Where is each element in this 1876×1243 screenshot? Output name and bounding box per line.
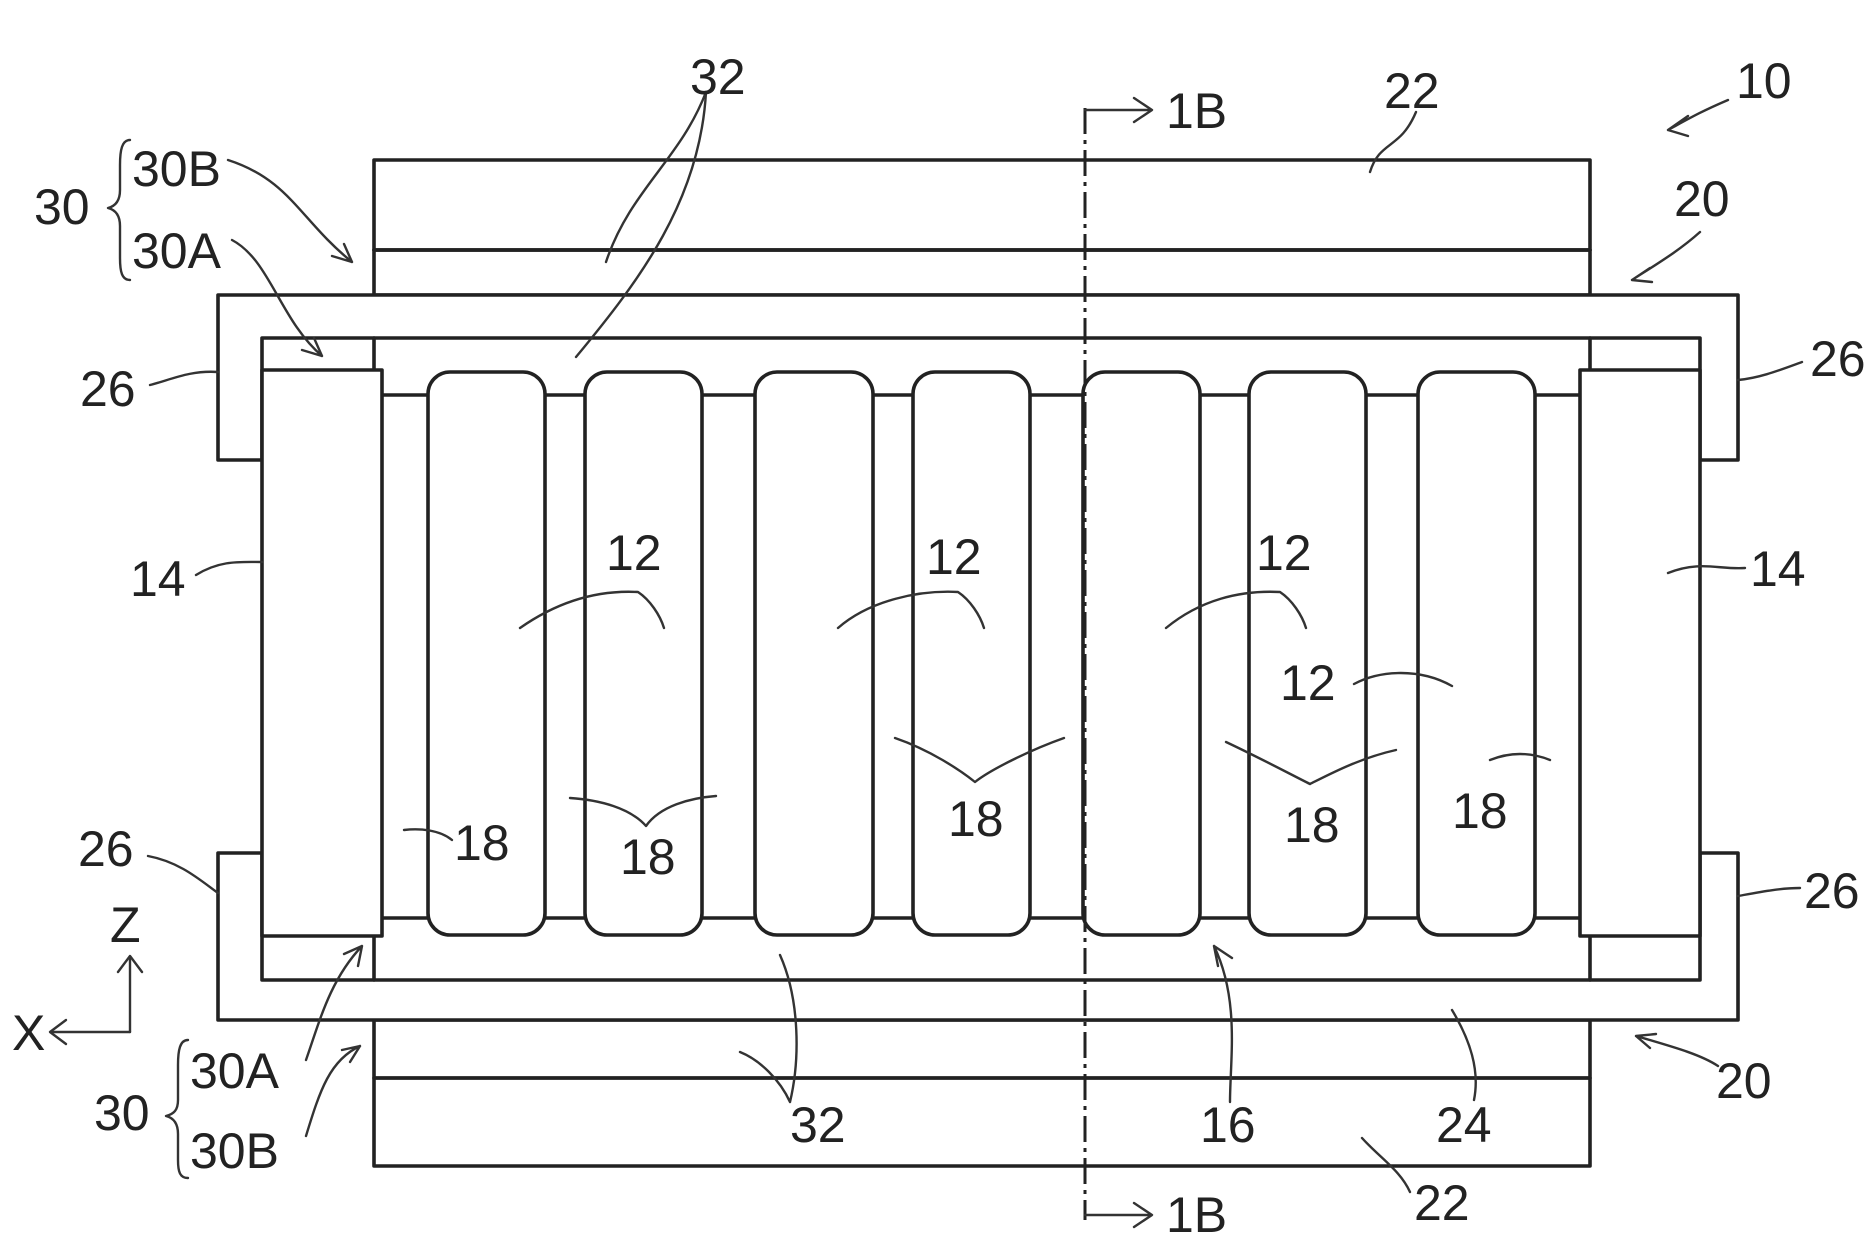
label-22-bottom: 22	[1414, 1175, 1470, 1231]
cell-12	[1083, 372, 1200, 935]
label-12: 12	[606, 525, 662, 581]
axis-x-label: X	[12, 1005, 45, 1061]
label-18: 18	[454, 815, 510, 871]
label-1b-top: 1B	[1166, 83, 1227, 139]
label-26-br: 26	[1804, 863, 1860, 919]
label-26-tr: 26	[1810, 331, 1866, 387]
section-arrow-top	[1085, 98, 1152, 122]
label-18: 18	[620, 829, 676, 885]
label-18: 18	[1452, 783, 1508, 839]
label-26-bl: 26	[78, 821, 134, 877]
label-14-right: 14	[1750, 541, 1806, 597]
brace-30-bottom	[166, 1040, 188, 1178]
label-30b-bottom: 30B	[190, 1123, 279, 1179]
cell-12	[755, 372, 873, 935]
label-12: 12	[1256, 525, 1312, 581]
leader-26-bl	[148, 856, 218, 893]
label-30a-bottom: 30A	[190, 1043, 280, 1099]
label-18: 18	[948, 791, 1004, 847]
section-arrow-bottom	[1085, 1203, 1152, 1227]
label-20-bottom: 20	[1716, 1053, 1772, 1109]
label-32-top: 32	[690, 49, 746, 105]
leader-10	[1668, 100, 1728, 136]
leader-30b-bottom	[306, 1046, 360, 1136]
label-24: 24	[1436, 1097, 1492, 1153]
leader-20-bottom	[1636, 1034, 1718, 1066]
label-22-top: 22	[1384, 63, 1440, 119]
leader-26-tr	[1738, 362, 1802, 380]
cell-12	[1418, 372, 1535, 935]
end-plate-14-left	[262, 370, 382, 936]
label-30-top: 30	[34, 179, 90, 235]
label-1b-bottom: 1B	[1166, 1187, 1227, 1243]
label-12: 12	[1280, 655, 1336, 711]
label-10: 10	[1736, 53, 1792, 109]
layer-32-bottom	[374, 1020, 1590, 1078]
end-plate-14-right	[1580, 370, 1700, 936]
label-14-left: 14	[130, 551, 186, 607]
plate-22-bottom	[374, 1078, 1590, 1166]
leader-20-top	[1632, 232, 1700, 282]
brace-30-top	[108, 140, 130, 280]
label-20-top: 20	[1674, 171, 1730, 227]
leader-30b-top	[228, 160, 352, 262]
label-30b-top: 30B	[132, 141, 221, 197]
label-12: 12	[926, 529, 982, 585]
label-26-tl: 26	[80, 361, 136, 417]
label-30a-top: 30A	[132, 223, 222, 279]
leader-14-left	[196, 562, 262, 575]
plate-22-top	[374, 160, 1590, 250]
leader-26-tl	[150, 372, 218, 385]
cell-12	[913, 372, 1030, 935]
label-30-bottom: 30	[94, 1085, 150, 1141]
leader-26-br	[1738, 888, 1800, 896]
plate-22-top-lower	[374, 250, 1590, 295]
label-18: 18	[1284, 797, 1340, 853]
axis-z-label: Z	[110, 897, 141, 953]
label-16: 16	[1200, 1097, 1256, 1153]
label-32-bottom: 32	[790, 1097, 846, 1153]
